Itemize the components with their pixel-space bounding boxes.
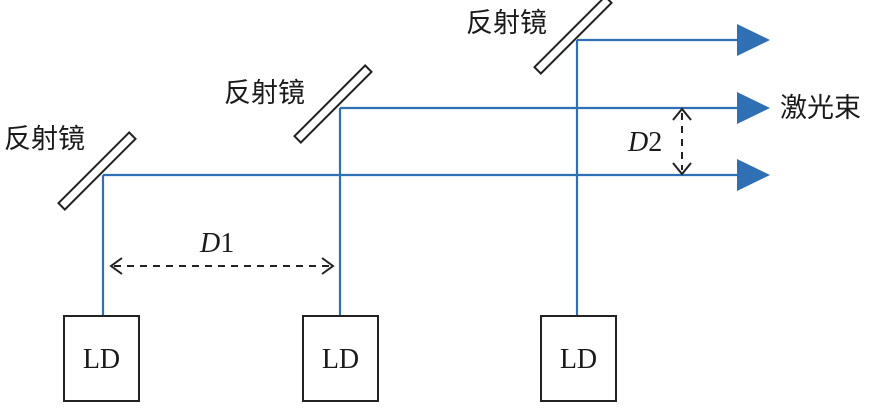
beam-arrowhead-2	[737, 92, 770, 124]
mirror-label-2: 反射镜	[224, 78, 305, 109]
ld-box-1	[63, 315, 140, 402]
d1-arrow-right	[321, 257, 335, 275]
ld-box-2	[302, 315, 379, 402]
mirror-label-3: 反射镜	[466, 8, 547, 39]
d2-arrow-top	[672, 107, 692, 121]
ld-label-2: LD	[322, 344, 359, 375]
d1-letter: D	[199, 228, 220, 259]
d2-arrow-bottom	[672, 162, 692, 176]
mirror-1	[57, 131, 137, 211]
d2-letter: D	[627, 127, 648, 158]
beam-label: 激光束	[780, 93, 861, 124]
d2-index: 2	[648, 127, 662, 158]
mirror-label-1: 反射镜	[4, 124, 85, 155]
mirror-3	[533, 0, 613, 75]
d1-arrow-left	[109, 257, 123, 275]
ld-label-3: LD	[560, 344, 597, 375]
d1-index: 1	[220, 228, 234, 259]
d1-label: D1	[199, 228, 234, 259]
mirror-2	[293, 64, 373, 144]
beam-arrowhead-3	[737, 24, 770, 56]
ld-label-1: LD	[83, 344, 120, 375]
ld-box-3	[540, 315, 617, 402]
beam-arrowhead-1	[737, 159, 770, 191]
d2-label: D2	[627, 127, 662, 158]
